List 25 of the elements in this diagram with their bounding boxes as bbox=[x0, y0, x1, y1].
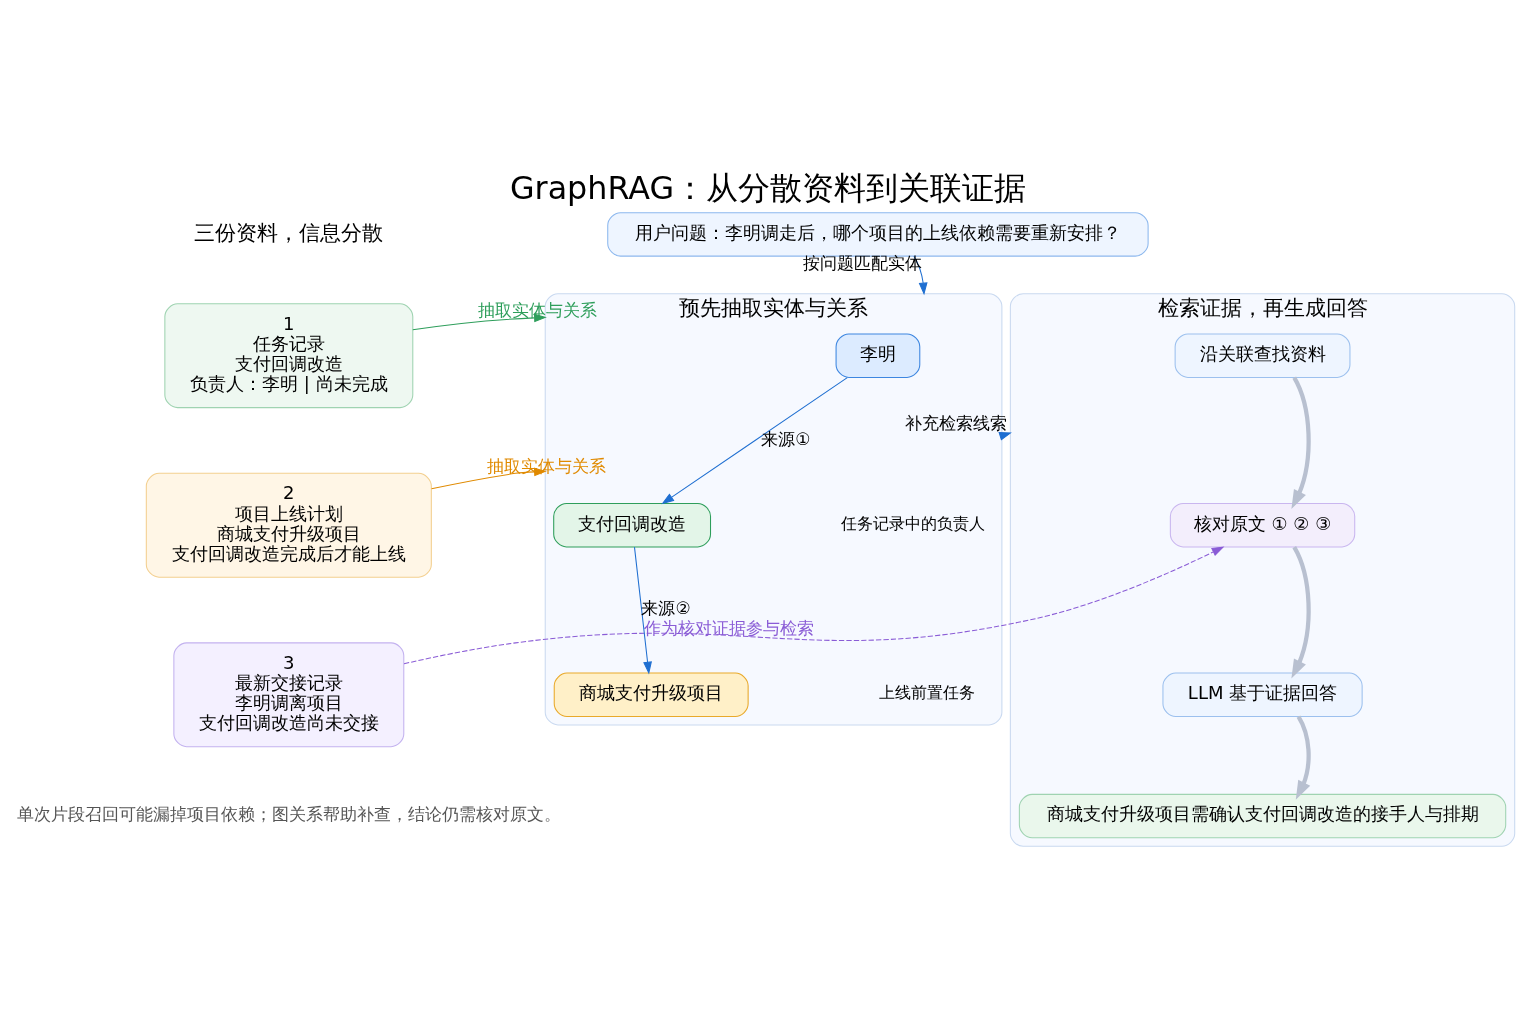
arrow bbox=[1291, 546, 1311, 679]
arrow bbox=[403, 546, 1225, 665]
arrow bbox=[633, 546, 652, 675]
arrow bbox=[1291, 376, 1311, 510]
diagram-title: GraphRAG：从分散资料到关联证据 bbox=[509, 169, 1027, 206]
edge-label: 作为核对证据参与检索 bbox=[643, 618, 814, 639]
node-box: 2 项目上线计划 商城支付升级项目 支付回调改造完成后才能上线 bbox=[145, 472, 432, 578]
node-box: 李明 bbox=[835, 333, 921, 378]
arrow bbox=[661, 377, 848, 505]
edge-label: 来源① bbox=[761, 428, 811, 449]
node-box: 3 最新交接记录 李明调离项目 支付回调改造尚未交接 bbox=[173, 642, 405, 748]
node-box: 1 任务记录 支付回调改造 负责人：李明 | 尚未完成 bbox=[164, 303, 414, 409]
node-box: LLM 基于证据回答 bbox=[1162, 672, 1363, 717]
node-box: 核对原文 ① ② ③ bbox=[1169, 503, 1356, 548]
node-box: 沿关联查找资料 bbox=[1174, 333, 1351, 378]
label: 三份资料，信息分散 bbox=[194, 219, 384, 245]
label: 上线前置任务 bbox=[878, 683, 975, 703]
edge-label: 来源② bbox=[641, 598, 691, 619]
node-box: 商城支付升级项目 bbox=[553, 672, 749, 717]
node-box: 支付回调改造 bbox=[553, 503, 712, 548]
caption: 单次片段召回可能漏掉项目依赖；图关系帮助补查，结论仍需核对原文。 bbox=[16, 804, 561, 825]
edge-label: 补充检索线索 bbox=[904, 412, 1007, 433]
node-box: 商城支付升级项目需确认支付回调改造的接手人与排期 bbox=[1018, 793, 1507, 839]
arrow bbox=[1295, 715, 1311, 800]
label: 任务记录中的负责人 bbox=[840, 513, 985, 533]
